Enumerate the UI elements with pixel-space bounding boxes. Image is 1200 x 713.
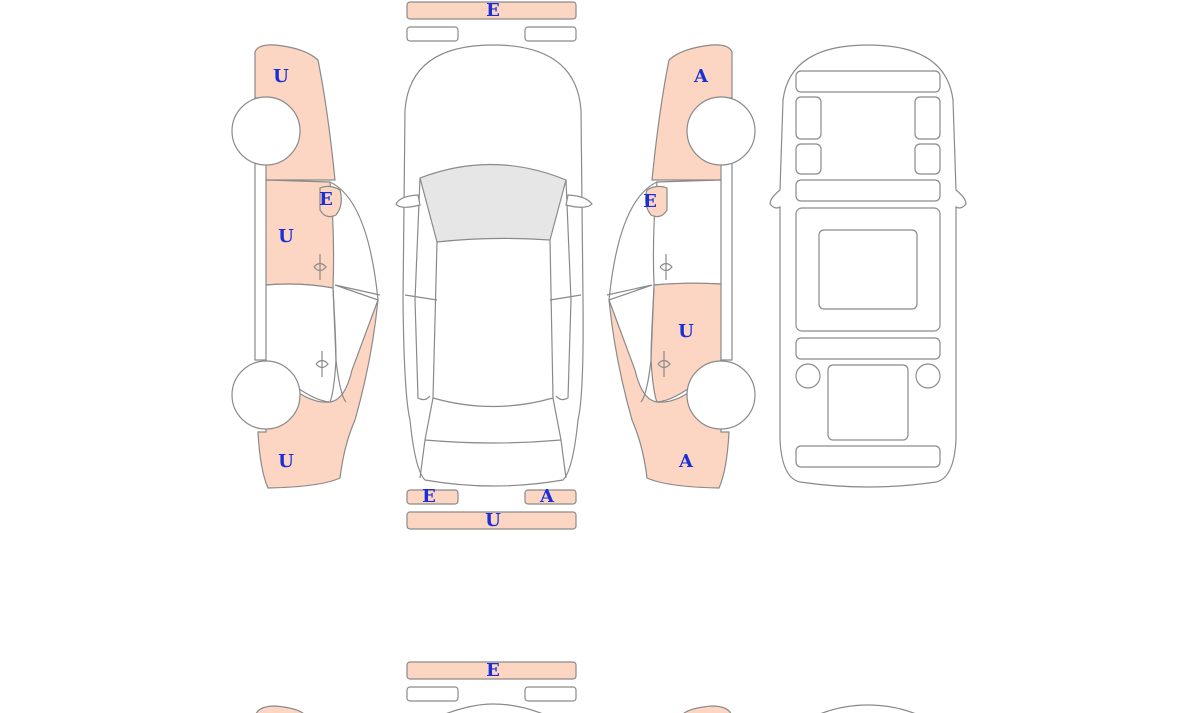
front-bumper-code: E [486,0,500,21]
second-front-bumper-code: E [486,660,500,681]
right-body-edge [721,98,733,361]
top-left-mirror[interactable] [395,194,421,208]
left-mirror-code: E [319,189,333,210]
second-front-left-light-panel[interactable] [406,686,459,702]
left-rear-quarter-panel[interactable] [257,299,379,489]
underbody-right-rear-circle[interactable] [915,363,941,389]
left-front-door-code: U [278,226,294,247]
underbody-right-small-box[interactable] [914,143,941,175]
left-rear-wheel [231,360,301,430]
right-front-fender-code: A [693,66,709,87]
left-front-wheel [231,96,301,166]
underbody-front-bar[interactable] [795,70,941,93]
right-side-view [606,44,756,489]
rear-right-bumper-panel[interactable] [524,489,577,505]
underbody-cross-bar[interactable] [795,179,941,202]
windshield-glass[interactable] [419,163,567,243]
underbody-left-small-box[interactable] [795,143,822,175]
underbody-left-front-box[interactable] [795,96,822,140]
left-rear-door-handle [315,351,329,377]
underbody-right-front-box[interactable] [914,96,941,140]
second-top-body-top [446,703,543,713]
rear-bumper-panel[interactable] [406,511,577,530]
left-side-view [231,44,381,489]
rear-right-bumper-code: A [539,486,555,507]
right-rear-door-handle [657,351,671,377]
underbody-rear-bar[interactable] [795,445,941,468]
right-front-wheel [686,96,756,166]
top-body-outline[interactable] [402,44,584,487]
second-front-right-light-panel[interactable] [524,686,577,702]
underbody-center-inner[interactable] [818,229,918,310]
left-rear-quarter-code: U [278,451,294,472]
left-mirror-panel[interactable] [319,185,342,218]
top-view [395,44,593,487]
right-rear-door-code: U [678,321,694,342]
second-left-fender-top [255,705,304,713]
right-front-door-handle [659,254,673,280]
rear-left-bumper-panel[interactable] [406,489,459,505]
rear-left-bumper-code: E [422,486,436,507]
right-mirror-code: E [643,191,657,212]
underbody-view [769,44,967,488]
right-mirror-panel[interactable] [645,185,668,218]
right-rear-quarter-code: A [678,451,694,472]
left-body-edge [254,98,266,361]
second-underbody-top [820,704,916,713]
front-left-light-panel[interactable] [406,26,459,42]
rear-bumper-code: U [485,510,501,531]
right-rear-quarter-panel[interactable] [608,299,730,489]
right-rear-wheel [686,360,756,430]
underbody-left-rear-circle[interactable] [795,363,821,389]
top-right-mirror[interactable] [565,194,593,208]
left-greenhouse [329,181,381,403]
left-front-door-handle [313,254,327,280]
underbody-rear-cross-bar[interactable] [795,337,941,360]
underbody-rear-box[interactable] [827,364,909,441]
left-front-fender-code: U [273,66,289,87]
front-right-light-panel[interactable] [524,26,577,42]
second-front-bumper-panel[interactable] [406,661,577,680]
top-roof-lines [419,239,567,479]
top-side-lines [404,177,582,401]
front-bumper-panel[interactable] [406,1,577,20]
right-greenhouse [606,181,658,403]
second-right-fender-top [683,705,732,713]
